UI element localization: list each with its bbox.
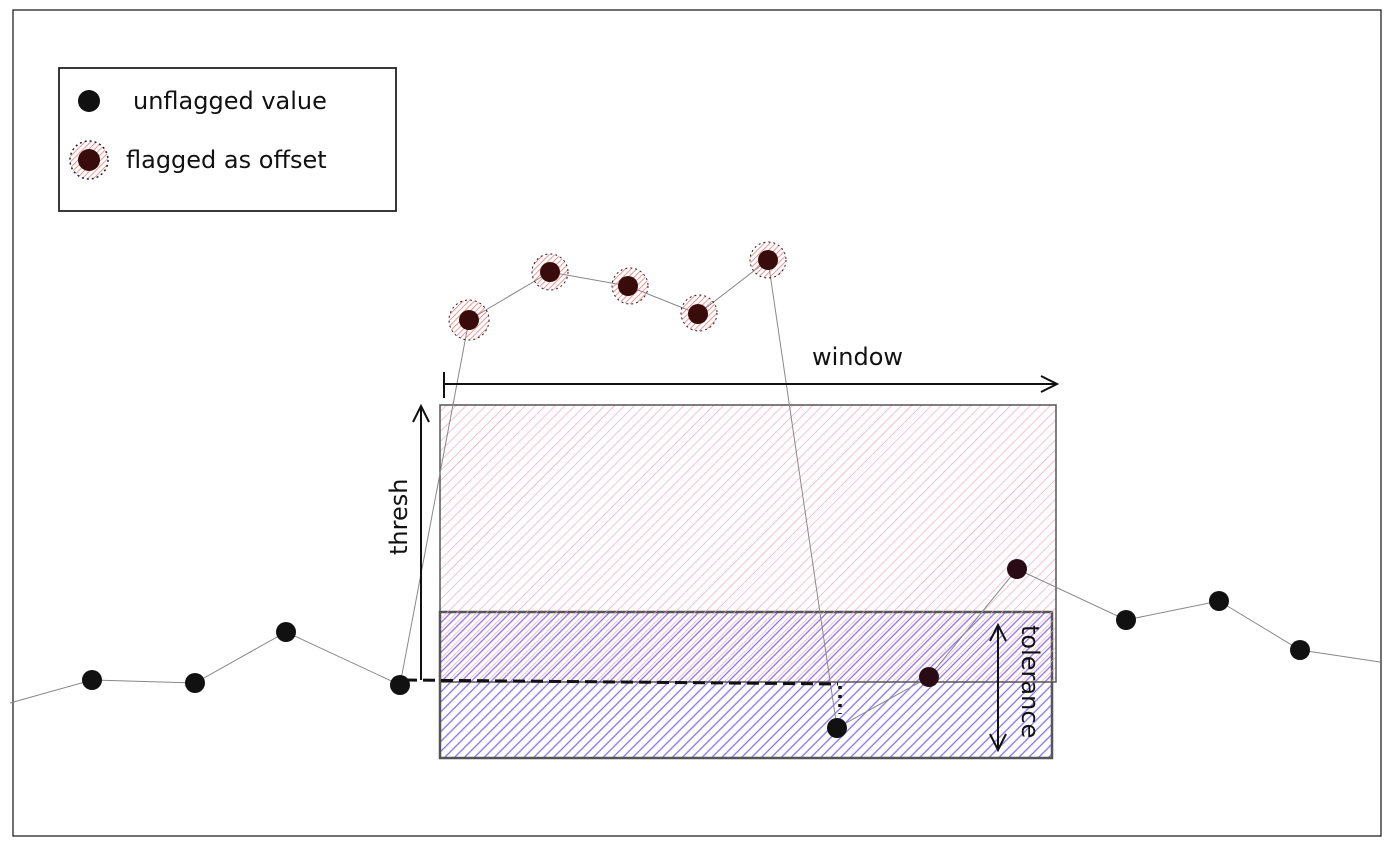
flagged-point (448, 299, 490, 341)
legend: unflagged value flagged as offset (58, 67, 397, 212)
data-point (390, 675, 410, 695)
data-point (1290, 640, 1310, 660)
data-point (827, 718, 847, 738)
flagged-point (611, 267, 649, 305)
unflagged-points (82, 559, 1310, 738)
data-point (185, 673, 205, 693)
data-point (82, 670, 102, 690)
tolerance-label: tolerance (1016, 625, 1044, 738)
data-point (1209, 591, 1229, 611)
legend-unflagged-label: unflagged value (133, 87, 327, 115)
window-label: window (812, 343, 903, 371)
flagged-points (448, 241, 787, 341)
thresh-label: thresh (385, 479, 413, 555)
baseline-dashed (404, 678, 839, 686)
unflagged-legend-marker (78, 90, 100, 112)
data-point (919, 667, 939, 687)
flagged-point (749, 241, 787, 279)
flagged-point (680, 294, 718, 332)
legend-flagged-label: flagged as offset (126, 146, 327, 174)
data-point (1116, 610, 1136, 630)
flagged-legend-marker (69, 140, 109, 180)
flagged-point (531, 253, 569, 291)
data-point (1007, 559, 1027, 579)
frame-border (12, 9, 1382, 837)
data-point (276, 622, 296, 642)
thresh-region (439, 404, 1057, 683)
